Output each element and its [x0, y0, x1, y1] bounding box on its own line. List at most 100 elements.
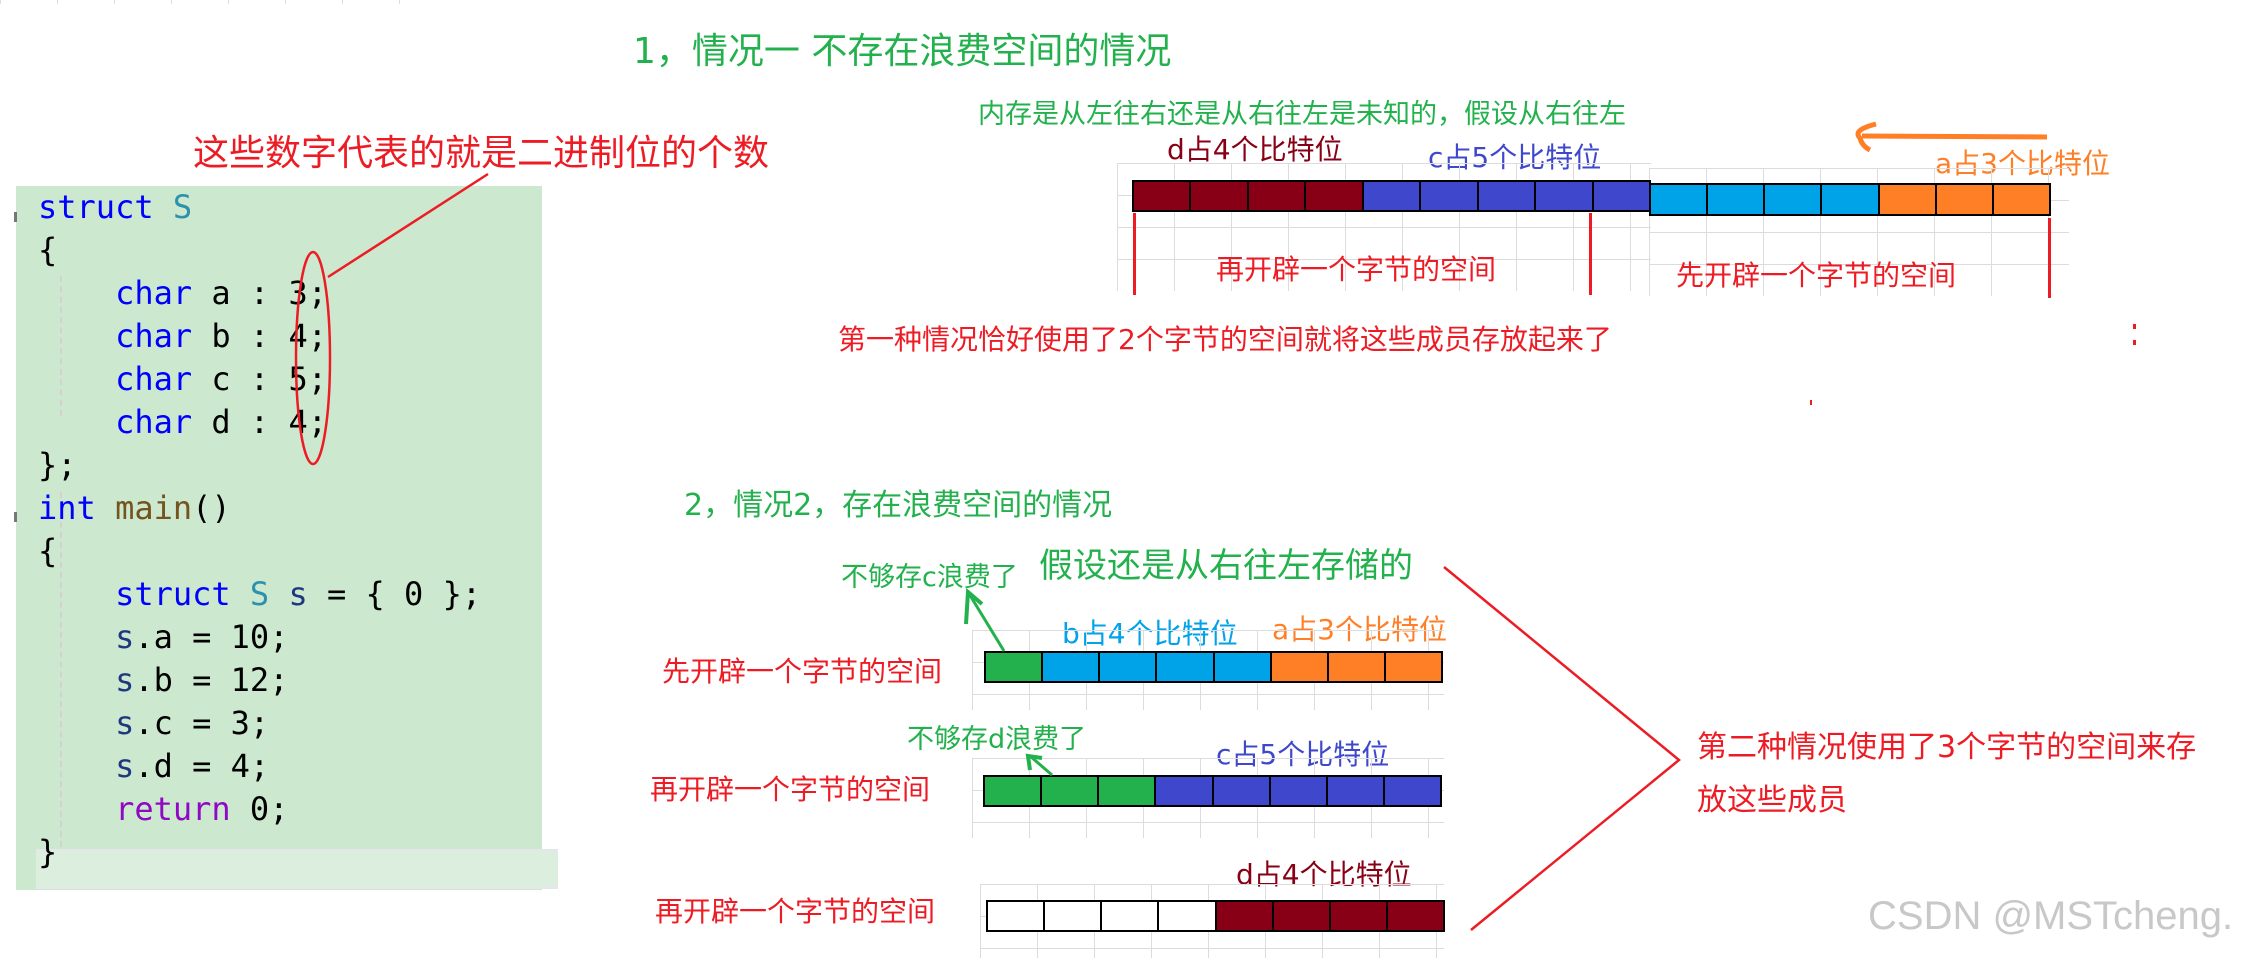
keyword: char: [115, 360, 193, 398]
bit-cell: [1328, 653, 1386, 681]
bit-cell: [1879, 185, 1937, 214]
indent-guide: [60, 492, 62, 847]
value: 4: [230, 747, 250, 785]
bit-cell: [1102, 902, 1160, 930]
bit-width: 3: [288, 274, 308, 312]
bit-cell: [1042, 777, 1100, 805]
case1-byte2-bar: [1132, 180, 1651, 212]
bit-width: 4: [288, 317, 308, 355]
bit-cell: [1213, 777, 1271, 805]
bit-cell: [1421, 182, 1479, 210]
case1-left-byte-label: 再开辟一个字节的空间: [1216, 253, 1497, 286]
bit-cell: [1327, 777, 1385, 805]
case2-byte1-bar: [984, 651, 1443, 683]
code-line-member-c: char c : 5;: [115, 360, 327, 398]
type-name: S: [172, 188, 193, 226]
value: 10: [230, 618, 270, 656]
keyword: char: [115, 403, 193, 441]
arrow-head-icon: [964, 587, 984, 625]
waste-c-arrow-icon: [966, 591, 1006, 652]
code-line-member-b: char b : 4;: [115, 317, 327, 355]
keyword: int: [38, 489, 96, 527]
code-line-assign-d: s.d = 4;: [115, 747, 270, 785]
case2-assume: 假设还是从右往左存储的: [1039, 546, 1413, 586]
case2-row1-label: 先开辟一个字节的空间: [662, 655, 943, 688]
bit-cell: [1191, 182, 1249, 210]
top-faint-ticks: [0, 0, 410, 4]
keyword: char: [115, 274, 193, 312]
case1-title: 1，情况一 不存在浪费空间的情况: [633, 31, 1172, 72]
bit-cell: [1330, 902, 1388, 930]
case2-row2-label: 再开辟一个字节的空间: [650, 773, 931, 806]
member-name: b: [211, 317, 231, 355]
keyword: struct: [115, 575, 231, 613]
case2-summary-line1: 第二种情况使用了3个字节的空间来存: [1697, 730, 2197, 765]
code-line-member-d: char d : 4;: [115, 403, 327, 441]
keyword: struct: [38, 188, 154, 226]
bit-cell: [1159, 902, 1217, 930]
code-line-main: int main(): [38, 489, 231, 527]
code-line-assign-a: s.a = 10;: [115, 618, 289, 656]
member-name: a: [211, 274, 231, 312]
member-name: d: [153, 747, 173, 785]
bit-cell: [1765, 185, 1823, 214]
bit-cell: [1387, 902, 1443, 930]
indent-guide: [60, 276, 62, 416]
bit-cell: [1363, 182, 1422, 210]
highlight-ellipse: [294, 250, 332, 466]
case2-summary-line2: 放这些成员: [1697, 783, 1847, 818]
value: 3: [230, 704, 250, 742]
bit-cell: [1216, 902, 1274, 930]
case1-byte1-bar: [1649, 183, 2051, 216]
bits-note: 这些数字代表的就是二进制位的个数: [193, 133, 770, 174]
direction-arrow-icon: [1861, 133, 2048, 140]
bit-cell: [1708, 185, 1766, 214]
case1-left-bracket-line: [1133, 213, 1136, 295]
case1-summary: 第一种情况恰好使用了2个字节的空间就将这些成员存放起来了: [838, 323, 1612, 356]
bit-cell: [1651, 185, 1709, 214]
code-line-close-main: }: [38, 833, 58, 871]
keyword: char: [115, 317, 193, 355]
gutter-mark: [14, 512, 17, 522]
member-name: b: [153, 661, 173, 699]
code-line-decl: struct S s = { 0 };: [115, 575, 482, 613]
code-line-return: return 0;: [115, 790, 289, 828]
bit-cell: [1156, 777, 1214, 805]
value: 12: [230, 661, 270, 699]
member-name: c: [211, 360, 231, 398]
code-line-open-brace: {: [38, 231, 58, 269]
bit-cell: [1593, 182, 1649, 210]
bit-cell: [1134, 182, 1192, 210]
bit-cell: [986, 653, 1044, 681]
bit-cell: [1384, 777, 1440, 805]
code-line-assign-b: s.b = 12;: [115, 661, 289, 699]
case1-memory-note: 内存是从左往右还是从右往左是未知的，假设从右往左: [978, 99, 1626, 130]
bit-cell: [988, 902, 1046, 930]
bit-cell: [985, 777, 1043, 805]
csdn-watermark: CSDN @MSTcheng.: [1868, 894, 2234, 938]
bit-cell: [1043, 653, 1101, 681]
code-line-member-a: char a : 3;: [115, 274, 327, 312]
current-line-highlight: [36, 849, 558, 889]
bit-width: 5: [288, 360, 308, 398]
bit-cell: [1248, 182, 1307, 210]
bit-cell: [1271, 653, 1329, 681]
member-name: d: [211, 403, 231, 441]
code-line-open-brace-main: {: [38, 532, 58, 570]
case1-mid-bracket-line: [1589, 213, 1592, 295]
bit-cell: [1099, 777, 1157, 805]
bit-cell: [1214, 653, 1272, 681]
waste-d-arrow-icon: [1029, 754, 1053, 777]
summary-bracket: [1443, 566, 1681, 931]
arrow-head-icon: [1025, 753, 1043, 771]
code-line-close-struct: };: [38, 446, 77, 484]
case2-title: 2，情况2，存在浪费空间的情况: [684, 488, 1113, 523]
case2-waste-c: 不够存c浪费了: [841, 562, 1018, 593]
bit-cell: [1157, 653, 1215, 681]
bit-width: 4: [288, 403, 308, 441]
pointer-line: [327, 172, 489, 279]
bit-cell: [1536, 182, 1594, 210]
code-line-assign-c: s.c = 3;: [115, 704, 270, 742]
code-panel: struct S { char a : 3; char b : 4; char …: [16, 186, 558, 890]
